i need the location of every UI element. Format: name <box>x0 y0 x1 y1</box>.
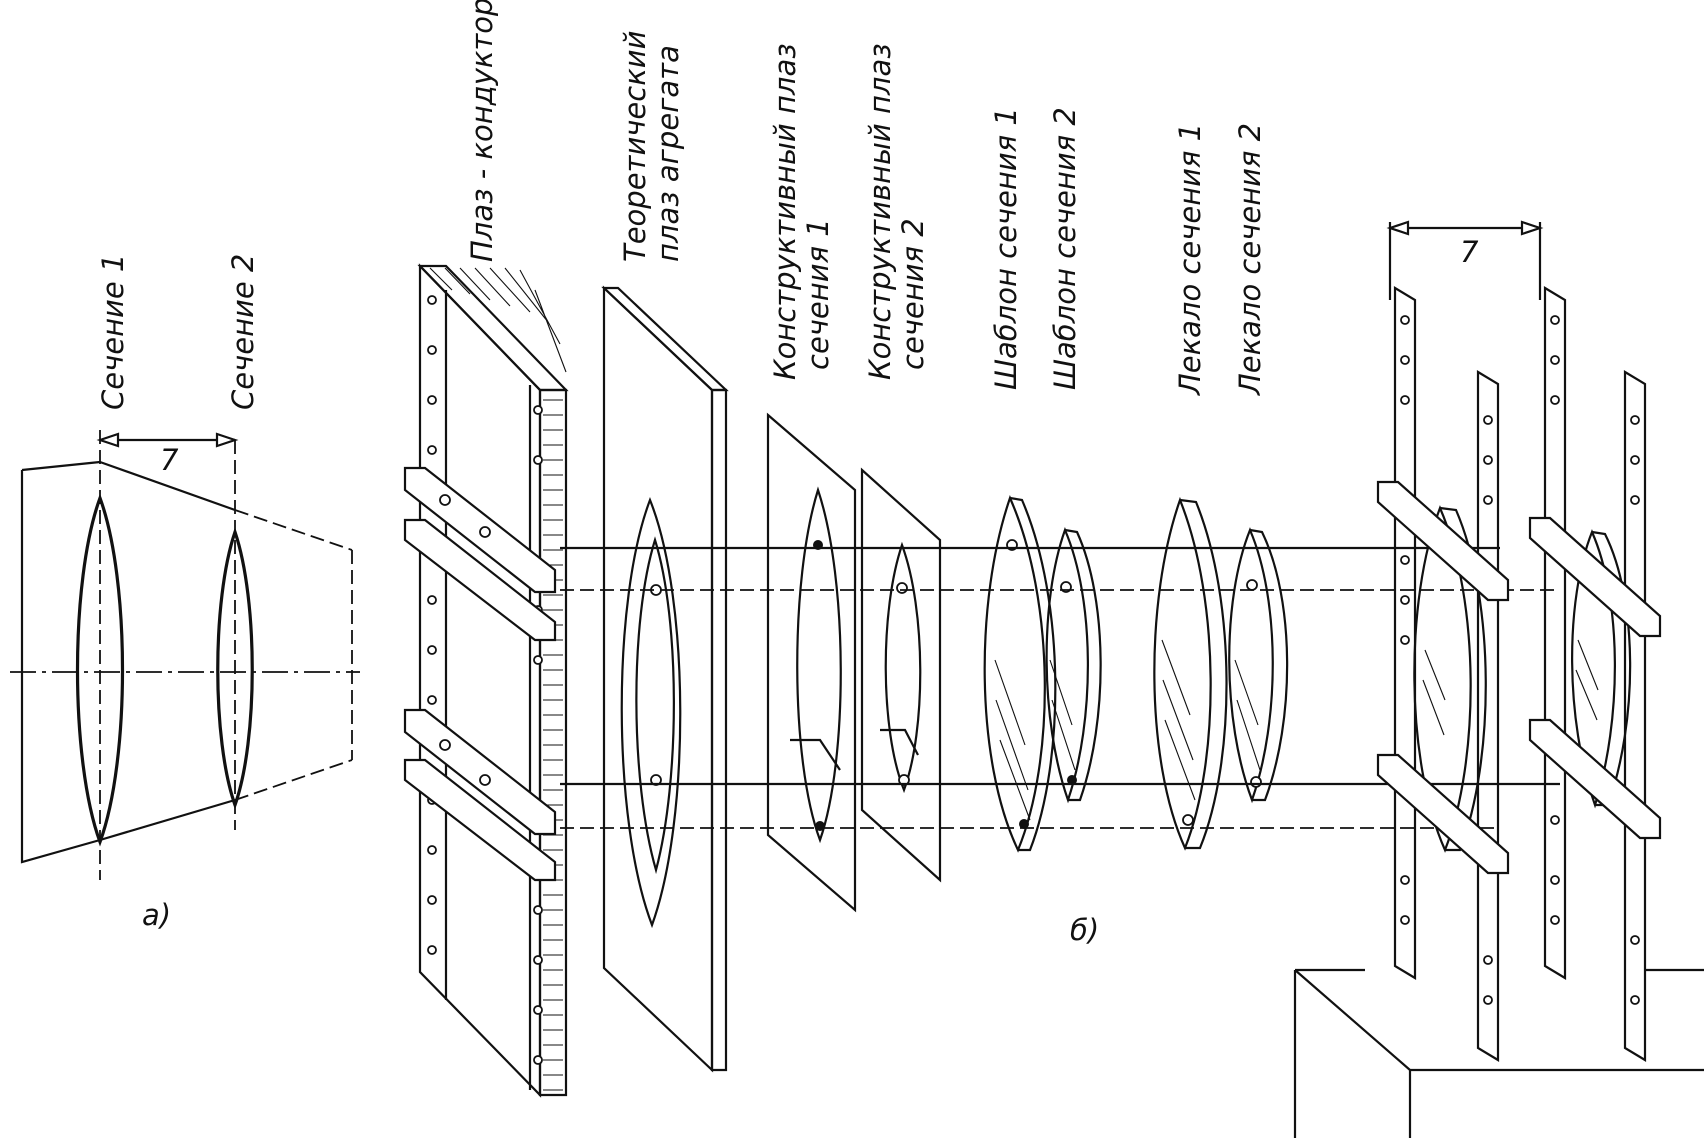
plaz-konduktor: Плаз - кондуктор <box>403 0 569 1098</box>
template-section1-label: Шаблон сечения 1 <box>989 107 1023 390</box>
lekalo-section2-label: Лекало сечения 2 <box>1233 123 1267 396</box>
part-a-label: а) <box>142 898 171 932</box>
template-section-1: Шаблон сечения 1 <box>983 107 1057 853</box>
section1-label: Сечение 1 <box>96 254 130 410</box>
fixture-post-holes <box>1400 315 1640 1005</box>
konduktor-edge-hatching <box>429 267 567 1091</box>
distance-label-a: 7 <box>160 443 179 477</box>
panel-outline <box>20 460 236 864</box>
fixture-clamp <box>1376 753 1510 875</box>
konduktor-clamp-lower <box>403 708 557 882</box>
arrowhead-icon <box>96 432 120 448</box>
lekalo-section-2: Лекало сечения 2 <box>1228 123 1289 804</box>
lekalo-section1-label: Лекало сечения 1 <box>1173 123 1207 396</box>
constructive-plaz2-line1: Конструктивный плаз <box>863 43 897 380</box>
konduktor-side-edge <box>538 388 568 1097</box>
theoretical-profile-outer <box>620 496 682 929</box>
template-section2-label: Шаблон сечения 2 <box>1048 107 1082 390</box>
panel-outline-dashed <box>234 509 353 801</box>
konduktor-top-edge <box>417 264 569 392</box>
panel-sketch-a: 7 Сечение 1 Сечение 2 а) <box>10 254 360 932</box>
part-b-label: б) <box>1070 913 1099 947</box>
constructive-plaz-2: Конструктивный плаз сечения 2 <box>860 43 942 883</box>
plaz-konduktor-label: Плаз - кондуктор <box>465 0 499 262</box>
fixture-post <box>1543 286 1567 980</box>
theoretical-plaz-label-line1: Теоретический <box>618 31 652 262</box>
lekalo-section-1: Лекало сечения 1 <box>1153 123 1228 851</box>
fixture-post <box>1476 370 1500 1062</box>
fixture-clamp <box>1376 480 1510 602</box>
arrowhead-icon <box>1520 220 1544 236</box>
konduktor-panel <box>418 263 542 1098</box>
arrowhead-icon <box>215 432 239 448</box>
theoretical-plaz-sheet <box>602 285 714 1073</box>
fixture-base <box>1293 968 1704 1138</box>
fixture-clamp <box>1528 718 1662 840</box>
template-section-2: Шаблон сечения 2 <box>1045 107 1102 804</box>
theoretical-profile-inner <box>635 536 675 875</box>
constructive-plaz-1: Конструктивный плаз сечения 1 <box>766 43 857 913</box>
distance-label-b: 7 <box>1460 235 1479 269</box>
fixture-post <box>1393 286 1417 980</box>
theoretical-plaz-label-line2: плаз агрегата <box>651 45 685 262</box>
constructive-plaz1-line2: сечения 1 <box>801 218 835 370</box>
theoretical-plaz: Теоретический плаз агрегата <box>601 31 729 1073</box>
arrowhead-icon <box>1386 220 1410 236</box>
constructive-plaz1-line1: Конструктивный плаз <box>768 43 802 380</box>
constructive-plaz2-line2: сечения 2 <box>896 218 930 370</box>
fixture-clamp <box>1528 516 1662 638</box>
section2-label: Сечение 2 <box>226 254 260 410</box>
assembly-fixture: 7 <box>1293 220 1704 1138</box>
konduktor-clamp-upper <box>403 466 557 642</box>
